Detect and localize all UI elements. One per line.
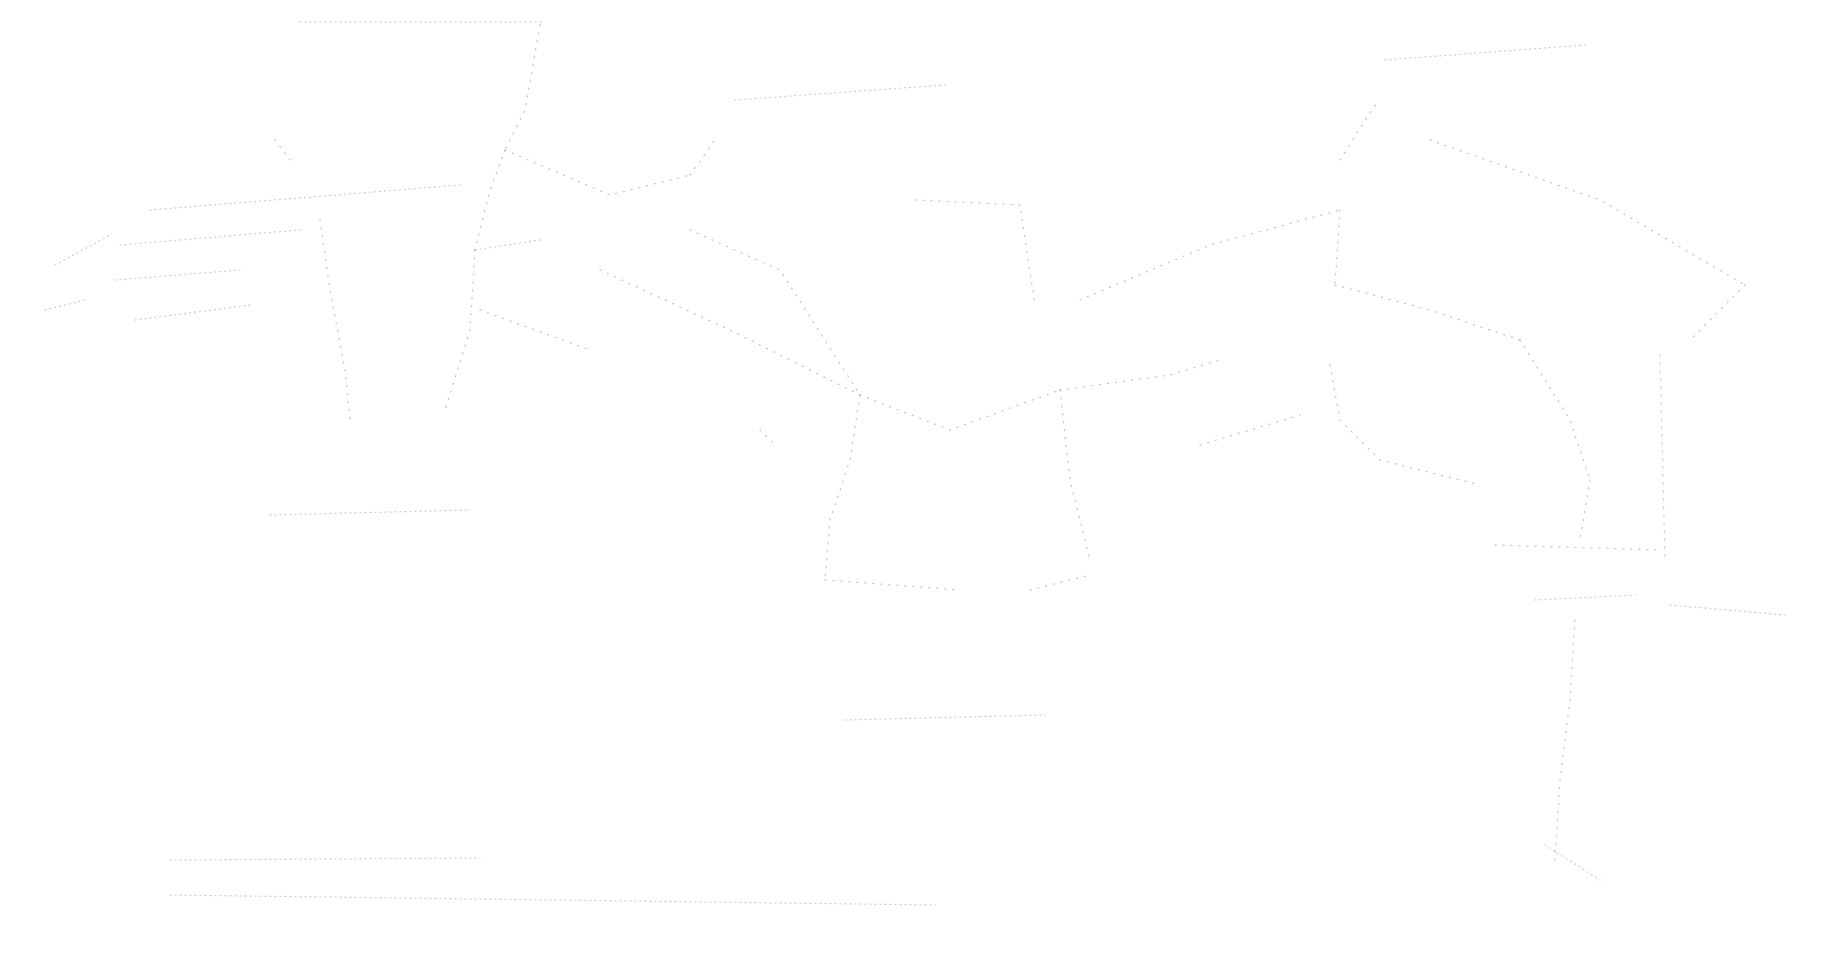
faint-connector-lines-right [1330, 45, 1785, 880]
faint-text-block-top-center [735, 85, 945, 100]
faint-text-cluster-left [45, 185, 540, 515]
faint-connector-lines-left [275, 25, 715, 420]
faint-central-hub [600, 200, 1340, 720]
faint-text-block-bottom-left [170, 858, 935, 905]
